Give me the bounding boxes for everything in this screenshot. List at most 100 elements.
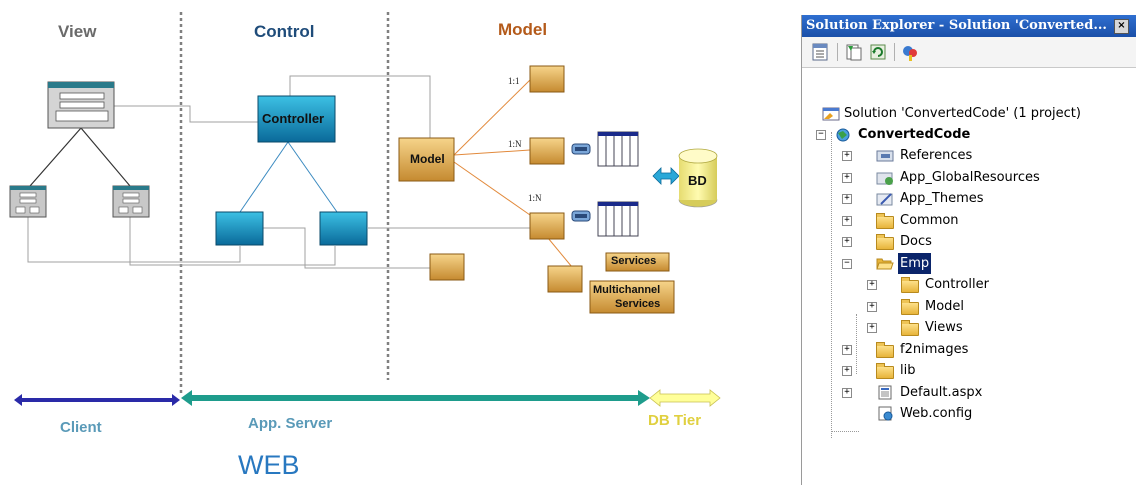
tree-item-project[interactable]: − ConvertedCode <box>816 124 1136 145</box>
controller-box <box>257 95 336 143</box>
entity-box-2 <box>529 137 565 165</box>
table-icon-2 <box>597 201 639 237</box>
web-project-icon <box>836 128 850 142</box>
folder-icon <box>901 299 919 315</box>
folder-icon <box>901 277 919 293</box>
global-resources-icon <box>876 172 893 185</box>
entity-box-3 <box>529 212 565 240</box>
entity-box-4 <box>429 253 465 281</box>
tree-item-web-config[interactable]: Web.config <box>842 403 1132 424</box>
view-window-left <box>9 185 47 218</box>
tree-item-label: Solution 'ConvertedCode' (1 project) <box>844 106 1081 121</box>
folder-icon <box>876 234 894 250</box>
tree-item-label: Docs <box>900 234 932 249</box>
tree-item-label: lib <box>900 363 916 378</box>
controller-label: Controller <box>262 111 325 126</box>
themes-icon <box>876 193 893 206</box>
tree-item-references[interactable]: + References <box>842 145 1132 166</box>
expand-toggle[interactable]: + <box>842 151 852 161</box>
cardinality-label: 1:N <box>528 193 542 203</box>
solution-icon <box>822 107 840 121</box>
entity-box-5 <box>547 265 583 293</box>
folder-icon <box>876 213 894 229</box>
tree-item-views[interactable]: + Views <box>867 317 1132 338</box>
tree-item-label: Common <box>900 213 959 228</box>
db-tier-label: DB Tier <box>648 412 702 429</box>
control-column-title: Control <box>254 22 315 41</box>
aspx-file-icon <box>878 385 892 400</box>
expand-toggle[interactable]: + <box>842 194 852 204</box>
tree-item-label: References <box>900 148 973 163</box>
class-diagram-icon[interactable] <box>900 42 920 62</box>
model-column-title: Model <box>498 20 548 39</box>
tree-item-label: Controller <box>925 277 989 292</box>
folder-icon <box>901 320 919 336</box>
expand-toggle[interactable]: + <box>867 280 877 290</box>
model-box <box>398 137 455 182</box>
services-label: Services <box>611 255 657 267</box>
refresh-icon[interactable] <box>868 42 888 62</box>
view-column-title: View <box>58 22 97 41</box>
tree-item-label: App_GlobalResources <box>900 170 1040 185</box>
multichannel-services-label: Services <box>615 298 661 310</box>
folder-icon <box>876 363 894 379</box>
web-label: WEB <box>238 450 300 480</box>
db-sync-arrow <box>652 167 680 185</box>
client-tier-arrow <box>14 394 180 406</box>
tree-item-emp[interactable]: − Emp <box>842 253 1132 274</box>
show-all-files-icon[interactable] <box>844 42 864 62</box>
tree-item-label: f2nimages <box>900 342 969 357</box>
app-server-tier-label: App. Server <box>248 415 333 432</box>
diagram-canvas <box>9 12 721 407</box>
multichannel-label: Multichannel <box>593 284 661 296</box>
tree-item-label: Views <box>925 320 963 335</box>
cardinality-label: 1:1 <box>508 76 520 86</box>
solution-explorer-titlebar[interactable]: Solution Explorer - Solution 'Converted.… <box>802 15 1136 37</box>
expand-toggle[interactable]: + <box>842 388 852 398</box>
tree-item-lib[interactable]: + lib <box>842 360 1132 381</box>
close-icon[interactable]: × <box>1114 19 1129 34</box>
expand-toggle[interactable]: + <box>842 345 852 355</box>
tree-item-default-aspx[interactable]: + Default.aspx <box>842 382 1132 403</box>
tree-item-label: Default.aspx <box>900 385 983 400</box>
tree-item-label: App_Themes <box>900 191 984 206</box>
tree-item-app-globalresources[interactable]: + App_GlobalResources <box>842 167 1132 188</box>
model-box-label: Model <box>410 152 445 166</box>
client-tier-label: Client <box>60 419 102 436</box>
tree-item-solution[interactable]: Solution 'ConvertedCode' (1 project) <box>822 103 1132 124</box>
tree-item-label: ConvertedCode <box>858 127 971 142</box>
services-box <box>605 252 670 272</box>
tree-item-model[interactable]: + Model <box>867 296 1132 317</box>
collapse-toggle[interactable]: − <box>816 130 826 140</box>
tree-item-docs[interactable]: + Docs <box>842 231 1132 252</box>
collapse-toggle[interactable]: − <box>842 259 852 269</box>
table-icon-1 <box>597 131 639 167</box>
open-folder-icon <box>876 258 894 270</box>
tree-item-label: Model <box>925 299 965 314</box>
expand-toggle[interactable]: + <box>842 173 852 183</box>
entity-box-1 <box>529 65 565 93</box>
tree-item-app-themes[interactable]: + App_Themes <box>842 188 1132 209</box>
expand-toggle[interactable]: + <box>867 323 877 333</box>
tree-item-label: Emp <box>898 253 932 274</box>
connector-icon-1 <box>571 143 591 155</box>
sub-controller-right <box>319 211 368 246</box>
config-file-icon <box>878 406 893 421</box>
solution-explorer-title: Solution Explorer - Solution 'Converted.… <box>806 18 1107 33</box>
expand-toggle[interactable]: + <box>842 216 852 226</box>
tree-item-f2nimages[interactable]: + f2nimages <box>842 339 1132 360</box>
expand-toggle[interactable]: + <box>842 366 852 376</box>
db-tier-arrow <box>649 389 721 407</box>
tree-item-common[interactable]: + Common <box>842 210 1132 231</box>
properties-icon[interactable] <box>810 42 830 62</box>
expand-toggle[interactable]: + <box>867 302 877 312</box>
cardinality-label: 1:N <box>508 139 522 149</box>
database-label: BD <box>688 173 707 188</box>
references-icon <box>876 150 894 162</box>
mvc-architecture-diagram: View Control Model Controller Model 1:1 … <box>9 12 721 480</box>
expand-toggle[interactable]: + <box>842 237 852 247</box>
tree-item-label: Web.config <box>900 406 973 421</box>
sub-controller-left <box>215 211 264 246</box>
tree-item-controller[interactable]: + Controller <box>867 274 1132 295</box>
view-window-right <box>112 185 150 218</box>
